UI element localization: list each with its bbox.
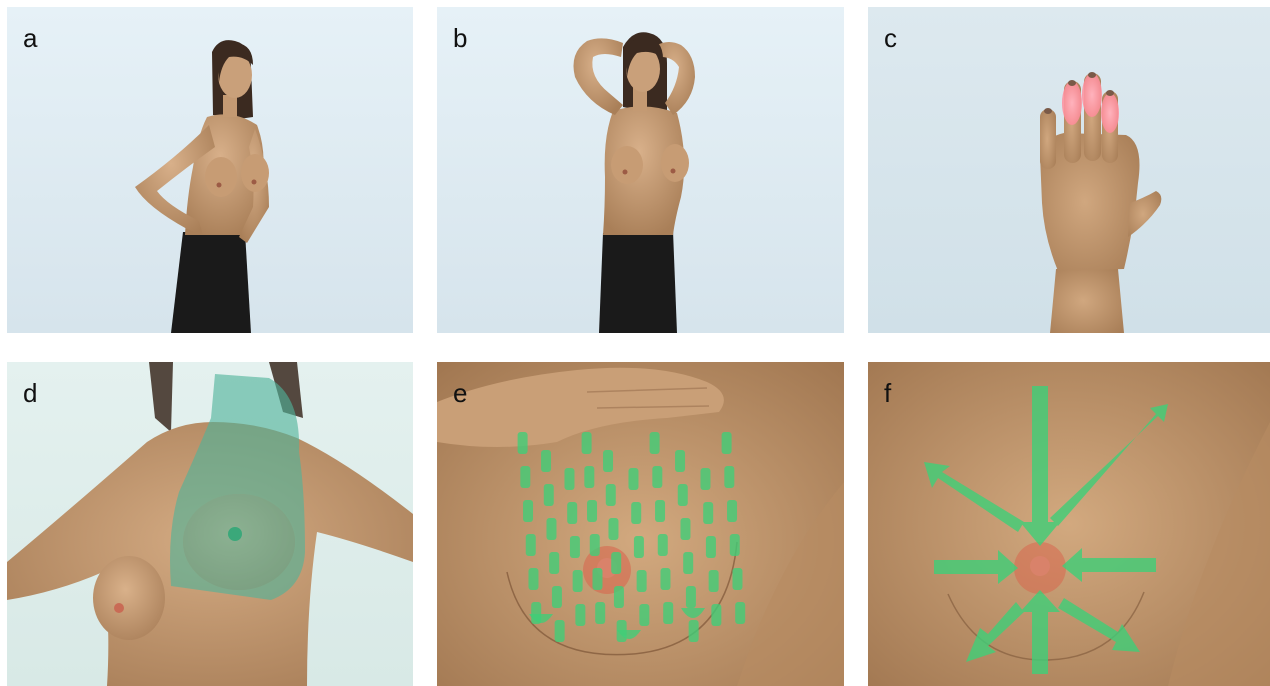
strip-dash <box>686 586 696 608</box>
strip-dash <box>706 536 716 558</box>
strip-dash <box>520 466 530 488</box>
strip-dash <box>564 468 574 490</box>
strip-dash <box>722 432 732 454</box>
strip-dash <box>727 500 737 522</box>
strip-dash <box>652 466 662 488</box>
strip-dash <box>658 534 668 556</box>
strip-dash <box>663 602 673 624</box>
strip-dash <box>730 534 740 556</box>
strip-dash <box>634 536 644 558</box>
strip-dash <box>573 570 583 592</box>
strip-dash <box>628 468 638 490</box>
strip-dash <box>584 466 594 488</box>
finger-pads-illustration <box>868 7 1270 333</box>
strip-dash <box>608 518 618 540</box>
strip-dash <box>582 432 592 454</box>
strip-dash <box>606 484 616 506</box>
strip-dash <box>544 484 554 506</box>
strip-dash <box>567 502 577 524</box>
strip-dash <box>555 620 565 642</box>
panel-d: d <box>7 362 413 686</box>
arms-raised-illustration <box>437 7 844 333</box>
strip-dash <box>689 620 699 642</box>
strip-dash <box>660 568 670 590</box>
strip-dash <box>735 602 745 624</box>
panel-label: b <box>453 25 467 51</box>
strip-dash <box>711 604 721 626</box>
strip-dash <box>603 450 613 472</box>
examination-area-illustration <box>7 362 413 686</box>
panel-a: a <box>7 7 413 333</box>
strip-dash <box>655 500 665 522</box>
strip-dash <box>709 570 719 592</box>
panel-b: b <box>437 7 844 333</box>
strip-dash <box>590 534 600 556</box>
strip-dash <box>724 466 734 488</box>
strip-dash <box>549 552 559 574</box>
strip-dash <box>518 432 528 454</box>
strip-dash <box>528 568 538 590</box>
strip-dash <box>639 604 649 626</box>
strip-dash <box>587 500 597 522</box>
strip-dash <box>552 586 562 608</box>
strip-dash <box>541 450 551 472</box>
strip-dash <box>683 552 693 574</box>
strip-dash <box>631 502 641 524</box>
panel-e: e <box>437 362 844 686</box>
strip-dash <box>703 502 713 524</box>
panel-label: d <box>23 380 37 406</box>
radial-pattern-illustration <box>868 362 1270 686</box>
strip-dash <box>732 568 742 590</box>
strip-dash <box>675 450 685 472</box>
strip-dash <box>637 570 647 592</box>
vertical-strip-pattern-illustration <box>437 362 844 686</box>
strip-dash <box>678 484 688 506</box>
strip-dash <box>592 568 602 590</box>
strip-dash <box>523 500 533 522</box>
strip-dash <box>546 518 556 540</box>
strip-dash <box>611 552 621 574</box>
strip-dash <box>680 518 690 540</box>
panel-label: c <box>884 25 897 51</box>
strip-dash <box>595 602 605 624</box>
panel-c: c <box>868 7 1270 333</box>
strip-dash <box>614 586 624 608</box>
strip-dash <box>526 534 536 556</box>
standing-hands-on-hips-illustration <box>7 7 413 333</box>
strip-dash <box>700 468 710 490</box>
strip-dash <box>575 604 585 626</box>
strip-dash <box>570 536 580 558</box>
panel-label: f <box>884 380 891 406</box>
panel-label: a <box>23 25 37 51</box>
strip-dash <box>650 432 660 454</box>
panel-label: e <box>453 380 467 406</box>
panel-f: f <box>868 362 1270 686</box>
